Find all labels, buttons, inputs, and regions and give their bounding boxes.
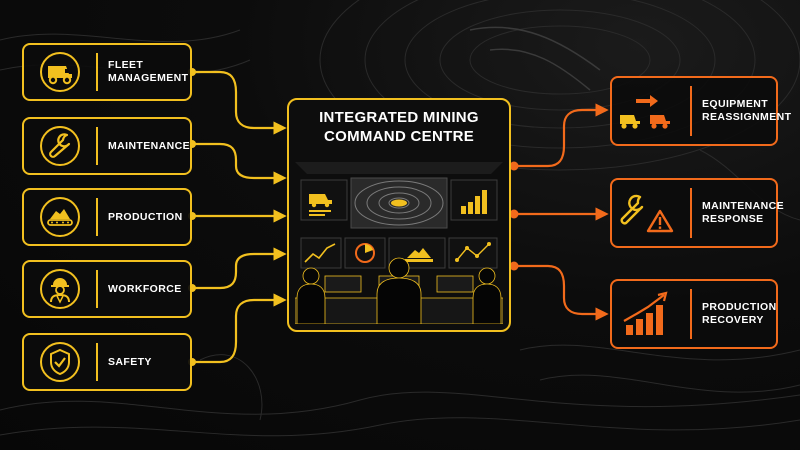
connector-fleet [192,70,287,135]
output-box-production-recovery: PRODUCTION RECOVERY [610,279,778,349]
rising-bars-icon [612,281,684,347]
input-label-maintenance: MAINTENANCE [108,139,190,152]
box-divider [96,127,98,165]
connector-maintenance [192,142,287,185]
hard-hat-worker-icon [24,262,96,316]
input-box-workforce: WORKFORCE [22,260,192,318]
output-box-equipment-reassignment: EQUIPMENT REASSIGNMENT [610,76,792,146]
control-room-icon [295,162,503,324]
shield-check-icon [24,335,96,389]
connector-safety [192,293,287,364]
box-divider [96,343,98,381]
wrench-warning-icon [612,180,684,246]
input-label-production: PRODUCTION [108,210,183,223]
box-divider [96,270,98,308]
input-label-fleet: FLEET MANAGEMENT [108,59,189,84]
conveyor-ore-icon [24,190,96,244]
wrench-icon [24,119,96,173]
input-box-safety: SAFETY [22,333,192,391]
node-maint-response [509,209,519,219]
output-box-maintenance-response: MAINTENANCE RESPONSE [610,178,784,248]
node-recovery [509,261,519,271]
box-divider [96,198,98,236]
box-divider [690,188,692,238]
box-divider [690,86,692,136]
input-label-safety: SAFETY [108,355,152,368]
input-box-maintenance: MAINTENANCE [22,117,192,175]
output-label-maint-response: MAINTENANCE RESPONSE [702,200,784,225]
truck-transfer-icon [612,78,684,144]
box-divider [690,289,692,339]
input-box-production: PRODUCTION [22,188,192,246]
connector-workforce [192,247,287,290]
input-box-fleet-management: FLEET MANAGEMENT [22,43,192,101]
connector-recovery [514,264,609,321]
connector-equipment [514,103,609,168]
output-label-recovery: PRODUCTION RECOVERY [702,301,777,326]
input-label-workforce: WORKFORCE [108,282,182,295]
output-label-equipment: EQUIPMENT REASSIGNMENT [702,98,792,123]
box-divider [96,53,98,91]
command-centre-hub: INTEGRATED MINING COMMAND CENTRE [287,98,511,332]
haul-truck-icon [24,45,96,99]
node-equipment [509,161,519,171]
hub-title: INTEGRATED MINING COMMAND CENTRE [319,109,479,145]
